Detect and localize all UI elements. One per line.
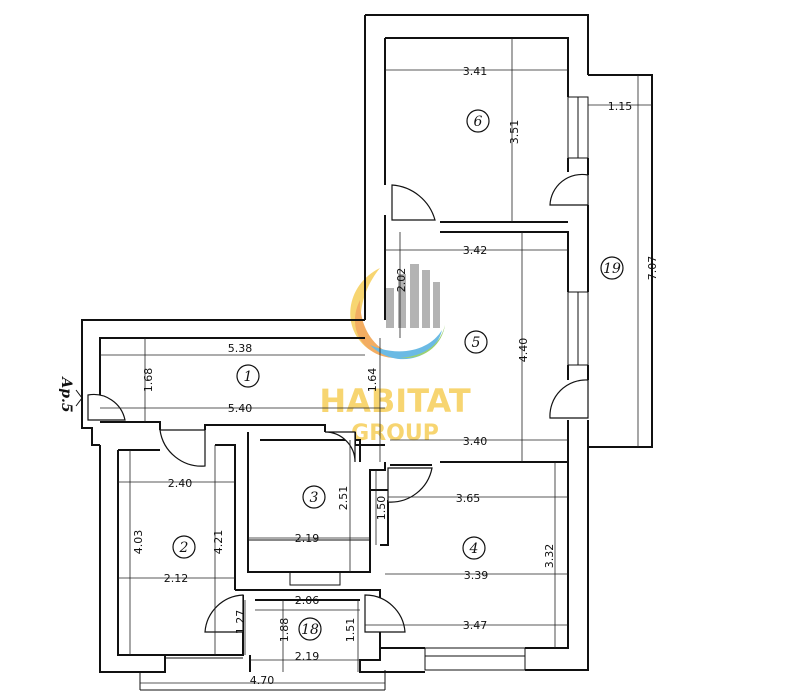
dim-total-width: 4.70: [250, 674, 275, 687]
room-18-label: 18: [298, 617, 322, 641]
dim-r4-width-top: 3.65: [456, 492, 481, 505]
dim-r2-width-bottom: 2.12: [164, 572, 189, 585]
svg-text:6: 6: [474, 114, 483, 130]
entry-arrow-icon: [75, 389, 83, 407]
watermark-brand: HABITAT: [319, 382, 470, 420]
dim-r1-height-left: 1.68: [142, 368, 155, 393]
dim-r2-height-left: 4.03: [132, 530, 145, 555]
room-labels: 6 5 19 1 2 3 4 18: [172, 109, 624, 641]
apartment-name: Ap.5: [58, 375, 74, 412]
dim-r2-width-top: 2.40: [168, 477, 193, 490]
watermark-sub: GROUP: [351, 421, 439, 446]
svg-text:1: 1: [244, 369, 253, 385]
svg-text:2: 2: [179, 540, 189, 556]
dim-r1-height-right: 1.64: [366, 368, 379, 393]
dim-r18-width-top: 2.06: [295, 594, 320, 607]
room-1-label: 1: [236, 364, 260, 388]
dim-r1-width-bottom: 5.40: [228, 402, 253, 415]
dim-balcony-height: 7.07: [646, 256, 659, 281]
dim-r2-height-right: 4.21: [212, 530, 225, 555]
dim-r5-height: 4.40: [517, 338, 530, 363]
dim-r3-height: 2.51: [337, 486, 350, 511]
dim-balcony-width: 1.15: [608, 100, 633, 113]
svg-text:3: 3: [310, 490, 319, 506]
room-4-label: 4: [462, 536, 486, 560]
doors: [87, 173, 589, 659]
apartment-label: Ap.5: [58, 375, 83, 413]
room-3-label: 3: [302, 485, 326, 509]
dim-r18-width-bottom: 2.19: [295, 650, 320, 663]
dim-r6-height: 3.51: [508, 120, 521, 145]
room-5-label: 5: [464, 330, 488, 354]
dimension-lines: [100, 38, 652, 684]
dim-r5-height-left: 2.02: [395, 268, 408, 293]
dim-r18-height-b: 1.88: [278, 618, 291, 643]
dim-r3-width: 2.19: [295, 532, 320, 545]
dim-r18-height-a: 1.27: [234, 610, 247, 635]
dimension-labels: 3.41 3.51 1.15 7.07 3.42 2.02 4.40 3.40 …: [132, 65, 659, 687]
svg-text:5: 5: [472, 335, 481, 351]
svg-text:18: 18: [301, 622, 319, 638]
dim-r5-width-bottom: 3.40: [463, 435, 488, 448]
room-6-label: 6: [466, 109, 490, 133]
dim-r1-width-top: 5.38: [228, 342, 253, 355]
dim-r4-height-left: 1.50: [375, 496, 388, 521]
dim-r6-width: 3.41: [463, 65, 488, 78]
habitat-group-logo: HABITAT GROUP: [319, 264, 471, 446]
room-2-label: 2: [172, 535, 196, 559]
dim-r5-width-top: 3.42: [463, 244, 488, 257]
svg-text:4: 4: [469, 541, 479, 557]
walls: [81, 14, 653, 691]
dim-r4-width-mid: 3.39: [464, 569, 489, 582]
dim-r18-height-c: 1.51: [344, 618, 357, 643]
dim-r4-width-bottom: 3.47: [463, 619, 488, 632]
svg-text:19: 19: [603, 261, 621, 277]
room-19-label: 19: [600, 256, 624, 280]
dim-r4-height: 3.32: [543, 544, 556, 569]
